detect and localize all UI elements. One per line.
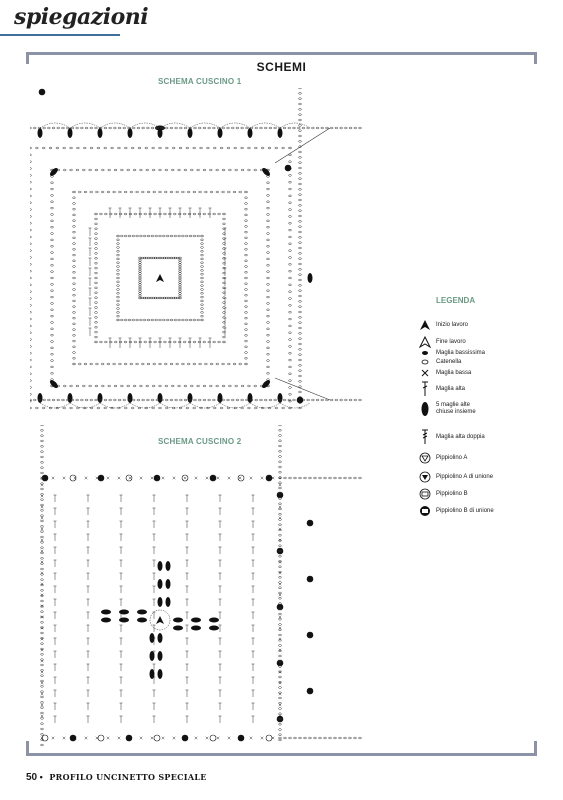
legend-item: Pippiolino A: [418, 449, 558, 467]
crochet-chart-2: [40, 425, 362, 747]
legend-item: Maglia bassa: [418, 364, 558, 382]
section-title: SCHEMI: [256, 60, 307, 74]
frame-corner-bl: [26, 741, 29, 756]
crochet-chart-1: [30, 88, 362, 410]
frame-corner-br: [534, 741, 537, 756]
legend-item: Pippiolino B: [418, 485, 558, 503]
legend-label: Pippiolino A: [436, 454, 468, 461]
legend-label: Maglia alta doppia: [436, 433, 485, 440]
legend-label: Maglia alta: [436, 385, 466, 392]
legend-item: Maglia alta doppia: [418, 428, 558, 446]
legend-label: Pippiolino A di unione: [436, 473, 494, 480]
treble-crochet-icon: [418, 429, 432, 445]
legend-label: Fine lavoro: [436, 338, 466, 345]
legend-label: Inizio lavoro: [436, 321, 469, 328]
chain-icon: [418, 354, 432, 370]
picot-b-join-icon: [418, 503, 432, 519]
legend-label: Maglia bassissima: [436, 349, 486, 356]
double-crochet-icon: [418, 381, 432, 397]
schema2-title: SCHEMA CUSCINO 2: [158, 437, 242, 446]
legend-label: Maglia bassa: [436, 369, 472, 376]
magazine-name: PROFILO UNCINETTO SPECIALE: [49, 772, 207, 782]
legend-item: Fine lavoro: [418, 333, 558, 351]
footer-separator: •: [39, 772, 43, 782]
cluster-icon: [418, 401, 432, 417]
legend-item: Pippiolino B di unione: [418, 502, 558, 520]
page-number: 50: [26, 772, 38, 783]
legend-label: 5 maglie alte chiuse insieme: [436, 402, 476, 415]
picot-a-join-icon: [418, 469, 432, 485]
frame-corner-tl: [26, 52, 29, 64]
end-arrow-icon: [418, 334, 432, 350]
frame-top-rule: [26, 52, 537, 55]
legend-item: Maglia alta: [418, 380, 558, 398]
picot-b-icon: [418, 486, 432, 502]
legend-item: Catenella: [418, 353, 558, 371]
legend-label: Pippiolino B: [436, 490, 468, 497]
frame-corner-tr: [534, 52, 537, 64]
legend-item: Inizio lavoro: [418, 316, 558, 334]
picot-a-icon: [418, 450, 432, 466]
legend-item: 5 maglie alte chiuse insieme: [418, 400, 558, 418]
legend-item: Maglia bassissima: [418, 344, 558, 362]
start-arrow-icon: [418, 317, 432, 333]
legend-label: Pippiolino B di unione: [436, 507, 494, 514]
frame-bottom-rule: [26, 753, 537, 756]
legend-label: Catenella: [436, 358, 462, 365]
header-rule: [0, 34, 120, 36]
schema1-title: SCHEMA CUSCINO 1: [158, 77, 242, 86]
single-crochet-icon: [418, 365, 432, 381]
page-footer: 50 • PROFILO UNCINETTO SPECIALE: [26, 772, 207, 783]
page-header-title: spiegazioni: [14, 4, 149, 30]
legend-item: Pippiolino A di unione: [418, 468, 558, 486]
slip-stitch-icon: [418, 345, 432, 361]
legend-title: LEGENDA: [436, 296, 476, 305]
